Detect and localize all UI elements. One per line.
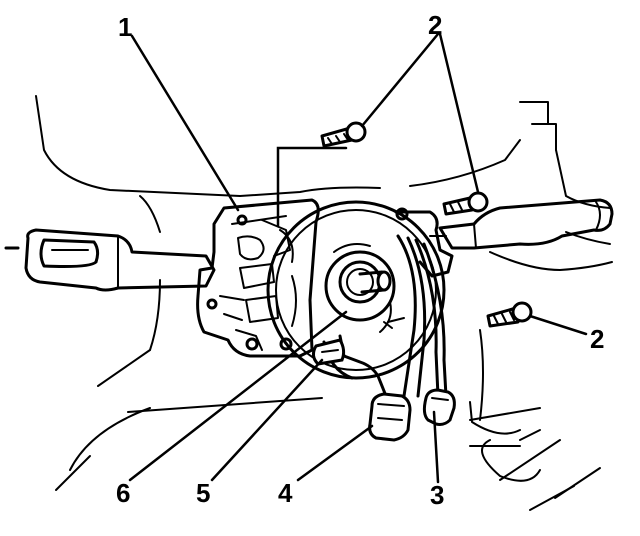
leader-2-top-c: [276, 146, 348, 228]
leader-2-top-a: [360, 32, 440, 128]
leader-6: [128, 310, 348, 482]
callout-labels: 1 2 2 3 4 5 6: [116, 10, 604, 510]
leader-1: [130, 34, 240, 212]
screw-top: [320, 121, 367, 148]
dashboard-outline: [35, 95, 613, 511]
callout-2-right: 2: [590, 324, 604, 354]
callout-2-top: 2: [428, 10, 442, 40]
leader-5: [210, 358, 324, 482]
callout-5: 5: [196, 478, 210, 508]
hub-shaft: [338, 260, 392, 304]
left-lever-stalk: [4, 228, 216, 292]
leader-lines: [128, 32, 588, 484]
leader-2-top-b: [438, 32, 480, 194]
callout-1: 1: [118, 12, 132, 42]
screw-upper-right: [442, 191, 489, 216]
screw-lower-right: [486, 301, 533, 328]
callout-4: 4: [278, 478, 293, 508]
clock-spring: [266, 200, 454, 380]
leader-4: [296, 424, 374, 482]
screws: [320, 121, 533, 328]
leader-3: [432, 410, 440, 484]
right-lever-stalk: [429, 198, 614, 250]
callout-6: 6: [116, 478, 130, 508]
connectors: [311, 338, 456, 442]
leader-2-right: [528, 314, 588, 336]
callout-3: 3: [430, 480, 444, 510]
